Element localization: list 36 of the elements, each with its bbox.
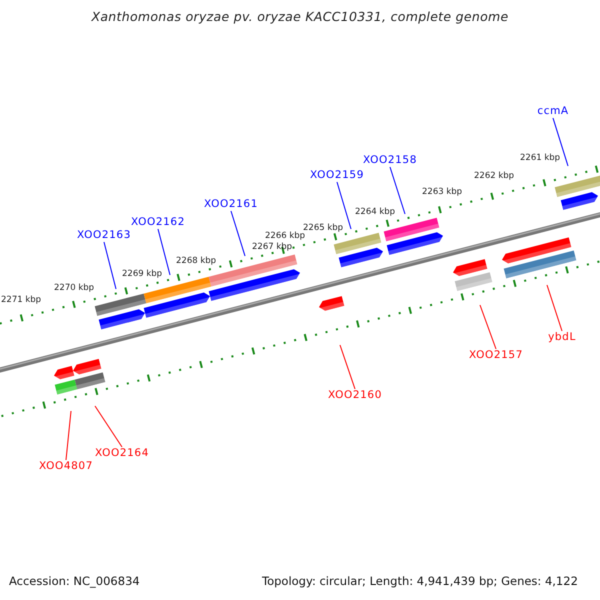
scale-label: 2265 kbp	[303, 223, 344, 233]
scale-label: 2271 kbp	[1, 295, 42, 306]
gene-label: XOO2164	[95, 447, 149, 460]
scale-label: 2267 kbp	[252, 242, 292, 253]
scale-label: 2266 kbp	[265, 231, 306, 242]
title: Xanthomonas oryzae pv. oryzae KACC10331, complete genome	[90, 9, 510, 24]
leader-line	[390, 166, 406, 214]
leader-line	[480, 304, 496, 350]
footer-text: Accession: NC_006834	[9, 574, 140, 588]
leader-line	[104, 242, 116, 290]
scale-label: 2261 kbp	[520, 153, 560, 164]
gene-label: ccmA	[537, 105, 569, 118]
scale-label: 2269 kbp	[122, 269, 162, 280]
leader-line	[546, 284, 562, 332]
gene-label: XOO2162	[131, 216, 185, 229]
gene-label: XOO2163	[77, 229, 131, 242]
scale-label: 2268 kbp	[176, 256, 216, 267]
leader-line	[552, 118, 568, 166]
gene-label: XOO4807	[39, 460, 93, 473]
footer-text: Topology: circular; Length: 4,941,439 bp; Genes: 4,122	[262, 574, 578, 588]
scale-label: 2262 kbp	[474, 171, 514, 182]
gene-label: XOO2158	[363, 154, 417, 167]
leader-line	[336, 182, 352, 230]
scale-label: 2263 kbp	[422, 187, 462, 198]
gene-label: XOO2159	[310, 169, 364, 182]
scale-label: 2270 kbp	[54, 283, 94, 294]
gene-label: XOO2161	[204, 198, 258, 211]
gene-label: XOO2157	[469, 349, 523, 362]
leader-line	[158, 228, 170, 276]
scale-label: 2264 kbp	[355, 207, 396, 218]
leader-line	[94, 406, 122, 448]
leader-line	[340, 344, 356, 390]
gene-label: ybdL	[548, 331, 576, 344]
leader-line	[66, 410, 72, 460]
leader-line	[230, 210, 246, 256]
gene-label: XOO2160	[328, 389, 382, 402]
